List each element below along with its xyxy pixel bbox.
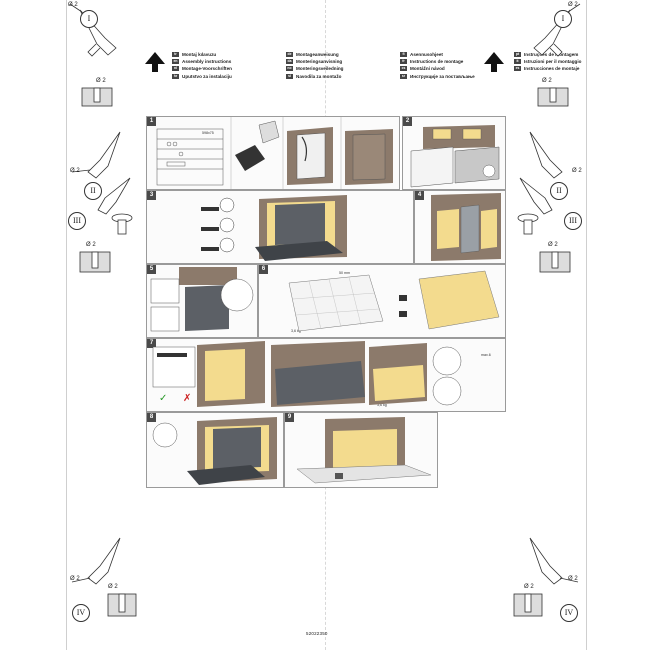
lang-label: Montageanweisung: [296, 52, 339, 57]
step-number: 6: [259, 265, 268, 274]
diameter-label: Ø 2: [70, 168, 80, 174]
step-number: 5: [147, 265, 156, 274]
step-2-illustration: [410, 125, 500, 188]
panel-weight: 3,6 kg: [377, 403, 387, 407]
step-marker-III-right: III: [564, 212, 582, 230]
step-marker-I-right: I: [554, 10, 572, 28]
step-6-illustration: [288, 270, 500, 332]
diameter-label: Ø 2: [568, 2, 578, 8]
step-panel-5: 5: [146, 264, 258, 338]
diameter-label: Ø 2: [68, 2, 78, 8]
lang-label: Navodila za montažo: [296, 73, 342, 79]
step-panel-1: 1 598x75: [146, 116, 400, 190]
step-panel-3: 3: [146, 190, 414, 264]
lang-label: Инструкције за постављање: [410, 73, 475, 79]
step-panel-9: 9: [284, 412, 438, 488]
lang-label: Montage-Voorschriften: [182, 66, 232, 72]
step-1-illustration: [156, 117, 393, 189]
diameter-label: Ø 2: [96, 78, 106, 84]
diameter-label: Ø 2: [108, 584, 118, 590]
step-panel-4: 4: [414, 190, 506, 264]
step-marker-IV-right: IV: [560, 604, 578, 622]
lang-label: Montaj kılavuzu: [182, 52, 217, 57]
diameter-label: Ø 2: [70, 576, 80, 582]
lang-label: Monteringsanvisning: [296, 59, 343, 65]
step-marker-II-left: II: [84, 182, 102, 200]
step-marker-II-right: II: [550, 182, 568, 200]
svg-text:✗: ✗: [183, 393, 191, 404]
diameter-label: Ø 2: [86, 242, 96, 248]
document-number: 52022350: [306, 631, 328, 636]
lang-label: Montážní návod: [410, 66, 445, 72]
panel-dimension: 50 mm: [339, 271, 350, 275]
diameter-label: Ø 2: [572, 168, 582, 174]
panel-dimension: 598x75: [202, 131, 214, 135]
step-panel-7: 7 max.6 3,6 kg ✓ ✗: [146, 338, 506, 412]
lang-label: Monteringsveiledning: [296, 66, 344, 72]
lang-label: Asennusohjeet: [410, 52, 443, 57]
diameter-label: Ø 2: [542, 78, 552, 84]
lang-label: Instrucciones de montaje: [524, 66, 580, 72]
step-9-illustration: [296, 417, 432, 484]
panel-tool-note: max.6: [481, 353, 491, 357]
step-5-illustration: [150, 267, 254, 332]
lang-label: Istruzioni per il montaggio: [524, 59, 582, 65]
step-panel-2: 2: [402, 116, 506, 190]
step-panel-6: 6 50 mm 3,6 kg: [258, 264, 506, 338]
step-number: 1: [147, 117, 156, 126]
step-3-illustration: [201, 195, 347, 261]
step-panel-8: 8: [146, 412, 284, 488]
step-number: 7: [147, 339, 156, 348]
step-number: 4: [415, 191, 424, 200]
lang-label: Assembly instructions: [182, 59, 232, 65]
panel-weight: 3,6 kg: [291, 329, 301, 333]
step-number: 9: [285, 413, 294, 422]
step-8-illustration: [152, 417, 277, 485]
step-marker-III-left: III: [68, 212, 86, 230]
lang-label: Uputstvo za instalaciju: [182, 73, 232, 79]
diameter-label: Ø 2: [568, 576, 578, 582]
step-marker-IV-left: IV: [72, 604, 90, 622]
svg-text:✓: ✓: [159, 393, 167, 404]
step-marker-I-left: I: [80, 10, 98, 28]
step-number: 8: [147, 413, 156, 422]
step-number: 2: [403, 117, 412, 126]
diameter-label: Ø 2: [524, 584, 534, 590]
step-number: 3: [147, 191, 156, 200]
lang-label: Instructions de montage: [410, 59, 464, 65]
step-7-illustration: ✓ ✗: [152, 341, 462, 407]
step-4-illustration: [431, 193, 501, 261]
lang-label: Instruções de montagem: [524, 52, 579, 57]
diameter-label: Ø 2: [548, 242, 558, 248]
